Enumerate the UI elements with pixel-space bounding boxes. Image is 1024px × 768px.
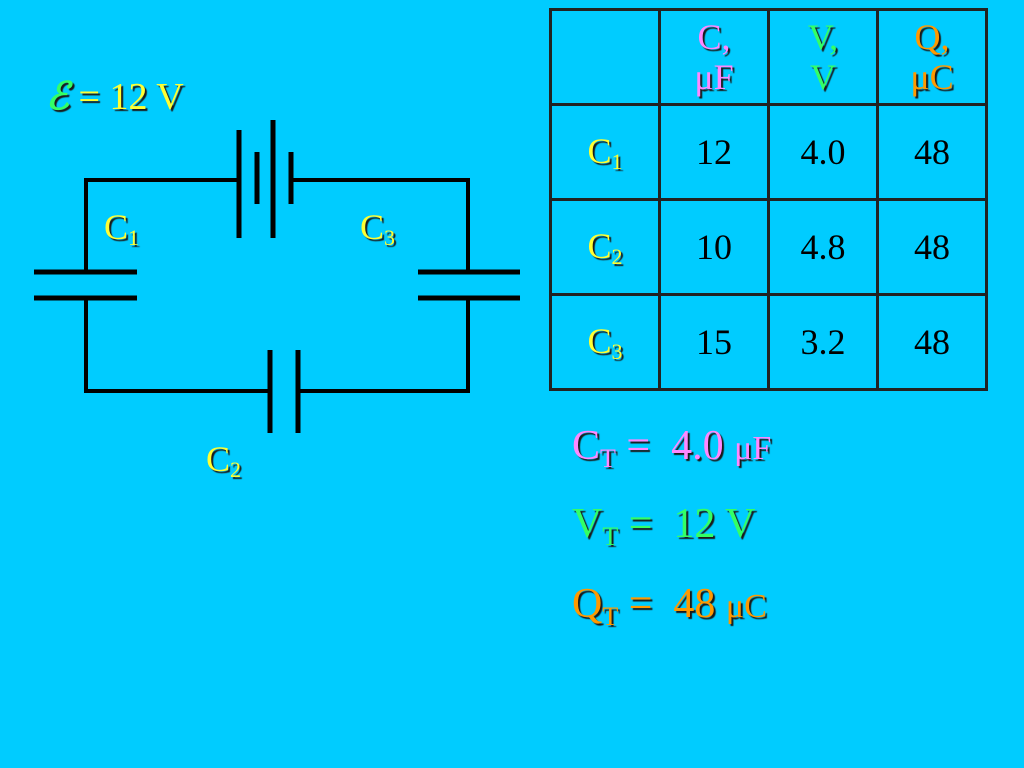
wire-bottom-right bbox=[300, 298, 470, 393]
total-capacitance-sub: T bbox=[600, 444, 616, 473]
cell-c1-capacitance: 12 bbox=[658, 103, 770, 201]
row-label-c2: C2 bbox=[549, 198, 661, 296]
cell-c2-voltage: 4.8 bbox=[767, 198, 879, 296]
total-charge-equals: = bbox=[618, 581, 674, 627]
total-voltage-symbol: V bbox=[572, 501, 603, 547]
results-table: C, μF V, V Q, μC C1 12 4.0 48 C2 10 4.8 … bbox=[549, 8, 988, 391]
total-charge: QT = 48 μC bbox=[572, 580, 767, 632]
total-charge-value: 48 bbox=[673, 581, 726, 627]
header-charge-line2: μC bbox=[910, 57, 954, 97]
total-voltage: VT = 12 V bbox=[572, 500, 756, 552]
header-voltage-line1: V, bbox=[807, 17, 839, 57]
label-c3-sub: 3 bbox=[384, 225, 396, 250]
label-c3-base: C bbox=[360, 207, 385, 247]
table-header-row: C, μF V, V Q, μC bbox=[549, 8, 988, 106]
table-row: C3 15 3.2 48 bbox=[549, 293, 988, 391]
cell-c2-capacitance: 10 bbox=[658, 198, 770, 296]
label-c2-base: C bbox=[206, 439, 231, 479]
total-capacitance-symbol: C bbox=[572, 423, 601, 469]
header-charge-line1: Q, bbox=[914, 17, 950, 57]
emf-value: = 12 V bbox=[69, 76, 184, 118]
total-capacitance-unit: μF bbox=[734, 430, 772, 467]
table-row: C2 10 4.8 48 bbox=[549, 198, 988, 296]
label-c1-base: C bbox=[104, 207, 129, 247]
cell-c1-voltage: 4.0 bbox=[767, 103, 879, 201]
cell-c3-charge: 48 bbox=[876, 293, 988, 391]
row-label-base: C bbox=[587, 320, 612, 361]
row-label-sub: 1 bbox=[611, 148, 623, 174]
total-capacitance-equals: = bbox=[615, 423, 672, 469]
header-capacitance-line1: C, bbox=[697, 17, 731, 57]
row-label-sub: 3 bbox=[611, 338, 623, 364]
row-label-base: C bbox=[587, 225, 612, 266]
emf-label: ℰ = 12 V bbox=[46, 74, 184, 119]
header-charge: Q, μC bbox=[876, 8, 988, 106]
row-label-c1: C1 bbox=[549, 103, 661, 201]
label-c2-sub: 2 bbox=[230, 457, 242, 482]
header-voltage: V, V bbox=[767, 8, 879, 106]
label-c1-sub: 1 bbox=[128, 225, 140, 250]
cell-c3-capacitance: 15 bbox=[658, 293, 770, 391]
cell-c2-charge: 48 bbox=[876, 198, 988, 296]
circuit-diagram bbox=[34, 120, 520, 433]
circuit-wires bbox=[84, 178, 470, 393]
capacitor-c2-symbol bbox=[267, 350, 301, 433]
total-charge-unit: μC bbox=[725, 588, 767, 625]
table-row: C1 12 4.0 48 bbox=[549, 103, 988, 201]
total-voltage-equals: = bbox=[618, 501, 674, 547]
capacitor-c3-symbol bbox=[418, 269, 520, 301]
row-label-c3: C3 bbox=[549, 293, 661, 391]
row-label-sub: 2 bbox=[611, 243, 623, 269]
total-voltage-sub: T bbox=[602, 522, 619, 551]
header-capacitance: C, μF bbox=[658, 8, 770, 106]
emf-symbol: ℰ bbox=[46, 76, 70, 118]
wire-top-right bbox=[292, 178, 470, 272]
total-capacitance-value: 4.0 bbox=[671, 423, 735, 469]
battery-symbol bbox=[236, 120, 294, 238]
total-capacitance: CT = 4.0 μF bbox=[572, 422, 771, 474]
total-charge-sub: T bbox=[602, 602, 619, 631]
capacitor-c1-symbol bbox=[34, 269, 137, 301]
table-corner-cell bbox=[549, 8, 661, 106]
cell-c3-voltage: 3.2 bbox=[767, 293, 879, 391]
header-voltage-line2: V bbox=[810, 57, 836, 97]
label-c3: C3 bbox=[360, 206, 395, 251]
cell-c1-charge: 48 bbox=[876, 103, 988, 201]
total-voltage-value: 12 V bbox=[673, 501, 756, 547]
total-charge-symbol: Q bbox=[572, 581, 603, 627]
header-capacitance-line2: μF bbox=[694, 57, 734, 97]
wire-bottom-left bbox=[84, 298, 270, 393]
row-label-base: C bbox=[587, 130, 612, 171]
wire-top-left bbox=[84, 178, 239, 272]
label-c1: C1 bbox=[104, 206, 139, 251]
label-c2: C2 bbox=[206, 438, 241, 483]
